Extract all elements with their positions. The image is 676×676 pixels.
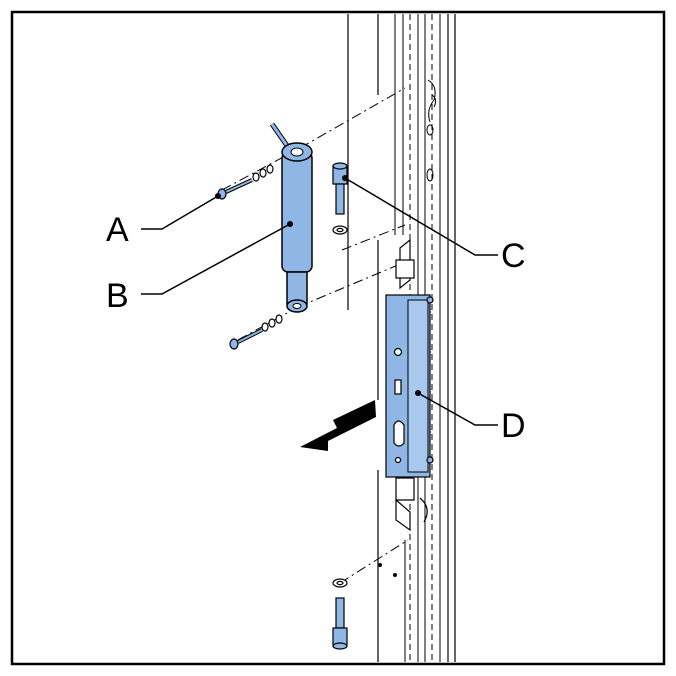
leader-lines: [141, 177, 498, 426]
arrow-left-down-icon: [300, 400, 376, 451]
label-d: D: [501, 407, 526, 445]
lock-bar: [385, 238, 434, 532]
bolt-lower: [332, 578, 348, 650]
leader-dots: [215, 175, 421, 396]
label-b: B: [106, 277, 129, 315]
screw-with-washers-bottom: [229, 314, 283, 350]
diagram-frame: [10, 10, 666, 666]
label-c: C: [501, 237, 526, 275]
bolt-upper: [332, 162, 348, 235]
gas-spring-cylinder: [269, 122, 313, 313]
label-a: A: [106, 211, 129, 249]
